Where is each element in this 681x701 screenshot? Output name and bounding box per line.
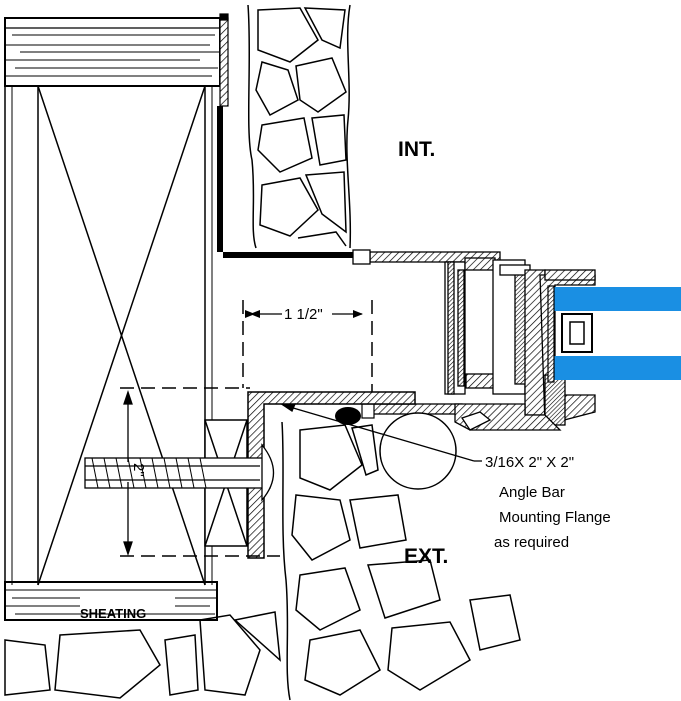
upper-header-block (4, 17, 221, 87)
dimension-vertical (123, 389, 133, 557)
glass-pane-upper (553, 287, 681, 311)
glass-pane-lower (553, 356, 681, 380)
angle-bar-callout: 3/16X 2" X 2" Angle Bar Mounting Flange … (485, 454, 611, 551)
detail-circle (379, 412, 457, 490)
interior-label: INT. (398, 138, 435, 161)
callout-line-2: Angle Bar (499, 484, 565, 501)
lower-stone-wall (4, 421, 521, 701)
angle-bar (247, 391, 416, 559)
callout-line-4: as required (494, 534, 569, 551)
backer-rod (335, 407, 361, 425)
glazing-stop (547, 285, 555, 383)
stud-block (4, 85, 213, 586)
upper-stone-wall (247, 4, 352, 249)
glazing-spacer (561, 313, 593, 353)
upper-steel-angle (219, 13, 229, 107)
sill-sealant (361, 403, 375, 419)
dim-arrow-left (250, 310, 260, 318)
dimension-label-2: 2" (130, 463, 147, 477)
exterior-label: EXT. (404, 545, 448, 568)
sheathing-board (4, 581, 218, 621)
callout-leader (281, 403, 482, 462)
sheathing-label: SHEATING (80, 606, 146, 621)
opening-dashed-outline (120, 300, 373, 557)
window-frame (352, 249, 596, 426)
lag-screw (84, 443, 275, 502)
callout-line-1: 3/16X 2" X 2" (485, 454, 574, 471)
dimension-label-1-1-2: 1 1/2" (284, 306, 323, 323)
callout-line-3: Mounting Flange (499, 509, 611, 526)
